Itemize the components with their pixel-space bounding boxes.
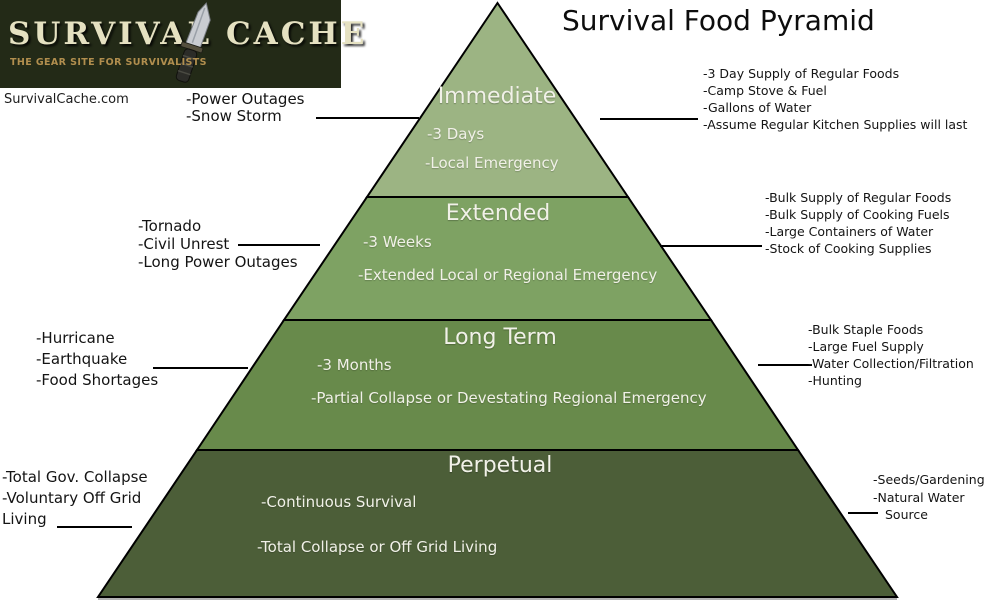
- annotation-line: -Assume Regular Kitchen Supplies will la…: [703, 117, 968, 132]
- tier-immediate-detail: -3 Days: [427, 125, 485, 143]
- annotation-line: -Stock of Cooking Supplies: [765, 241, 932, 256]
- annotation-line: -Bulk Staple Foods: [808, 322, 924, 337]
- annotation-line: -Hurricane: [36, 329, 115, 347]
- tier-immediate-title: Immediate: [437, 84, 557, 109]
- annotation-line: -Camp Stove & Fuel: [703, 83, 827, 98]
- annotation-line: -Bulk Supply of Regular Foods: [765, 190, 952, 205]
- left-annotation-extended: -Tornado -Civil Unrest -Long Power Outag…: [138, 217, 298, 271]
- right-annotation-immediate: -3 Day Supply of Regular Foods -Camp Sto…: [703, 65, 967, 133]
- tier-perpetual-detail: -Continuous Survival: [261, 493, 417, 511]
- logo-brand-first: SURVIVAL: [8, 16, 213, 52]
- annotation-line: -Civil Unrest: [138, 235, 230, 253]
- page-title: Survival Food Pyramid: [562, 4, 875, 37]
- logo-brand-second: CACHE: [226, 16, 368, 52]
- logo-tagline: THE GEAR SITE FOR SURVIVALISTS: [10, 57, 207, 68]
- annotation-line: -Total Gov. Collapse: [2, 468, 148, 486]
- annotation-line: -Large Fuel Supply: [808, 339, 924, 354]
- annotation-line: -3 Day Supply of Regular Foods: [703, 66, 900, 81]
- tier-extended-title: Extended: [445, 201, 551, 226]
- annotation-line: -Hunting: [808, 373, 862, 388]
- annotation-line: -Natural Water: [873, 489, 965, 505]
- tier-extended-detail: -Extended Local or Regional Emergency: [358, 266, 658, 284]
- knife-icon: [175, 2, 211, 83]
- tier-long-term-title: Long Term: [443, 325, 557, 350]
- tier-long-term-detail: -Partial Collapse or Devestating Regiona…: [311, 389, 707, 407]
- tier-long-term-detail: -3 Months: [317, 356, 392, 374]
- left-annotation-perpetual: -Total Gov. Collapse -Voluntary Off Grid…: [2, 467, 148, 530]
- right-annotation-long-term: -Bulk Staple Foods -Large Fuel Supply -W…: [808, 321, 974, 389]
- annotation-line: -Food Shortages: [36, 371, 159, 389]
- annotation-line: Source: [885, 507, 928, 522]
- site-url: SurvivalCache.com: [4, 92, 129, 107]
- annotation-line: -Snow Storm: [186, 107, 282, 125]
- annotation-line: -Long Power Outages: [138, 253, 298, 271]
- tier-perpetual-shape: [96, 449, 899, 598]
- tier-perpetual-title: Perpetual: [447, 453, 553, 478]
- left-annotation-long-term: -Hurricane -Earthquake -Food Shortages: [36, 328, 158, 391]
- right-annotation-perpetual: -Seeds/Gardening -Natural Water Source: [873, 471, 985, 524]
- annotation-line: -Earthquake: [36, 350, 128, 368]
- annotation-line: -Tornado: [138, 217, 202, 235]
- tier-extended-detail: -3 Weeks: [363, 233, 432, 251]
- annotation-line: -Bulk Supply of Cooking Fuels: [765, 207, 950, 222]
- site-logo: SURVIVAL CACHE THE GEAR SITE FOR SURVIVA…: [0, 0, 364, 88]
- annotation-line: -Large Containers of Water: [765, 224, 934, 239]
- annotation-line: -Seeds/Gardening: [873, 472, 985, 487]
- annotation-line: -Water Collection/Filtration: [808, 356, 974, 371]
- right-annotation-extended: -Bulk Supply of Regular Foods -Bulk Supp…: [765, 189, 951, 257]
- annotation-line: -Power Outages: [186, 90, 305, 108]
- tier-immediate-detail: -Local Emergency: [425, 154, 559, 172]
- annotation-line: -Voluntary Off Grid: [2, 489, 142, 507]
- tier-perpetual-detail: -Total Collapse or Off Grid Living: [257, 538, 498, 556]
- left-annotation-immediate: -Power Outages -Snow Storm: [186, 91, 304, 125]
- annotation-line: -Gallons of Water: [703, 100, 812, 115]
- annotation-line: Living: [2, 510, 47, 528]
